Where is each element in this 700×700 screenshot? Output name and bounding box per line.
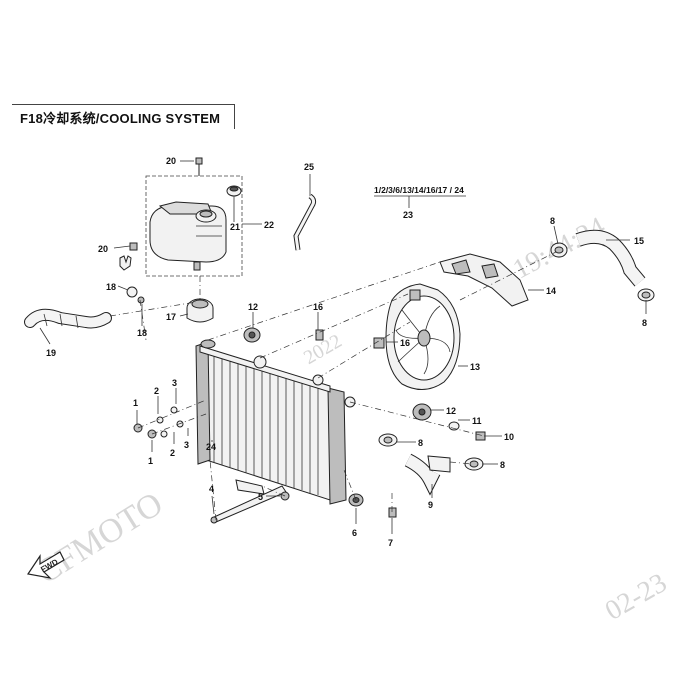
filler-cap-17[interactable]	[186, 298, 214, 323]
hose-15[interactable]	[575, 229, 646, 287]
callout-8-mid: 8	[418, 438, 423, 448]
callout-16-lower: 16	[400, 338, 410, 348]
clamp-8-right[interactable]	[637, 288, 655, 302]
callout-14: 14	[546, 286, 556, 296]
clip-16-upper[interactable]	[315, 329, 324, 341]
radiator[interactable]	[195, 339, 356, 505]
clamp-8-top[interactable]	[550, 242, 568, 258]
callout-13: 13	[470, 362, 480, 372]
hose-9[interactable]	[404, 453, 451, 496]
breather-tube-25[interactable]	[293, 193, 317, 251]
callout-labels: 20 21 22 20 18 18 19 17 12 16 16 13 14 2…	[46, 156, 647, 548]
callout-18-top: 18	[106, 282, 116, 292]
callout-21: 21	[230, 222, 240, 232]
clamp-8-mid[interactable]	[378, 433, 398, 447]
callout-25: 25	[304, 162, 314, 172]
callout-12-lower: 12	[446, 406, 456, 416]
hose-19[interactable]	[24, 308, 112, 329]
callout-8-right: 8	[642, 318, 647, 328]
assembly-centerlines	[109, 251, 557, 521]
fwd-arrow-icon: FWD	[26, 551, 65, 579]
callout-16-upper: 16	[313, 302, 323, 312]
title-frame	[12, 104, 235, 129]
callout-20-top: 20	[166, 156, 176, 166]
callout-15: 15	[634, 236, 644, 246]
callout-10: 10	[504, 432, 514, 442]
callout-2-lower: 2	[170, 448, 175, 458]
callout-5: 5	[258, 492, 263, 502]
group-label-23: 1/2/3/6/13/14/16/17 / 24	[374, 185, 464, 195]
bolt-10[interactable]	[475, 431, 486, 441]
fan-shroud-14[interactable]	[439, 253, 529, 307]
page-title: F18冷却系统/COOLING SYSTEM	[20, 111, 221, 126]
grommet-12-lower[interactable]	[412, 403, 432, 421]
callout-1-upper: 1	[133, 398, 138, 408]
callout-8-top: 8	[550, 216, 555, 226]
tank-bolt-left[interactable]	[129, 242, 138, 251]
callout-3-upper: 3	[172, 378, 177, 388]
callout-18-bottom: 18	[137, 328, 147, 338]
bolt-7[interactable]	[388, 507, 397, 518]
callout-7: 7	[388, 538, 393, 548]
clamp-8-low[interactable]	[464, 457, 484, 471]
callout-9: 9	[428, 500, 433, 510]
callout-11: 11	[472, 416, 482, 426]
callout-2-upper: 2	[154, 386, 159, 396]
reservoir-tank[interactable]	[145, 175, 243, 277]
callout-6: 6	[352, 528, 357, 538]
callout-22: 22	[264, 220, 274, 230]
hose-clamp-18[interactable]	[126, 286, 145, 304]
tank-bolt-top[interactable]	[195, 157, 203, 176]
washers-2-3[interactable]	[156, 406, 184, 438]
callout-4: 4	[209, 484, 214, 494]
cooling-fan-13[interactable]	[385, 283, 461, 390]
hand-pointer-icon	[119, 255, 132, 271]
callout-24: 24	[206, 442, 216, 452]
clip-16-lower[interactable]	[373, 337, 385, 349]
callout-3-lower: 3	[184, 440, 189, 450]
grommet-12-upper[interactable]	[243, 327, 261, 343]
callout-leaders	[39, 160, 647, 534]
callout-17: 17	[166, 312, 176, 322]
callout-8-low: 8	[500, 460, 505, 470]
callout-23: 23	[403, 210, 413, 220]
washer-11[interactable]	[448, 421, 460, 431]
callout-19: 19	[46, 348, 56, 358]
tank-cap[interactable]	[226, 185, 242, 197]
callout-20-left: 20	[98, 244, 108, 254]
callout-12-upper: 12	[248, 302, 258, 312]
callout-1-lower: 1	[148, 456, 153, 466]
